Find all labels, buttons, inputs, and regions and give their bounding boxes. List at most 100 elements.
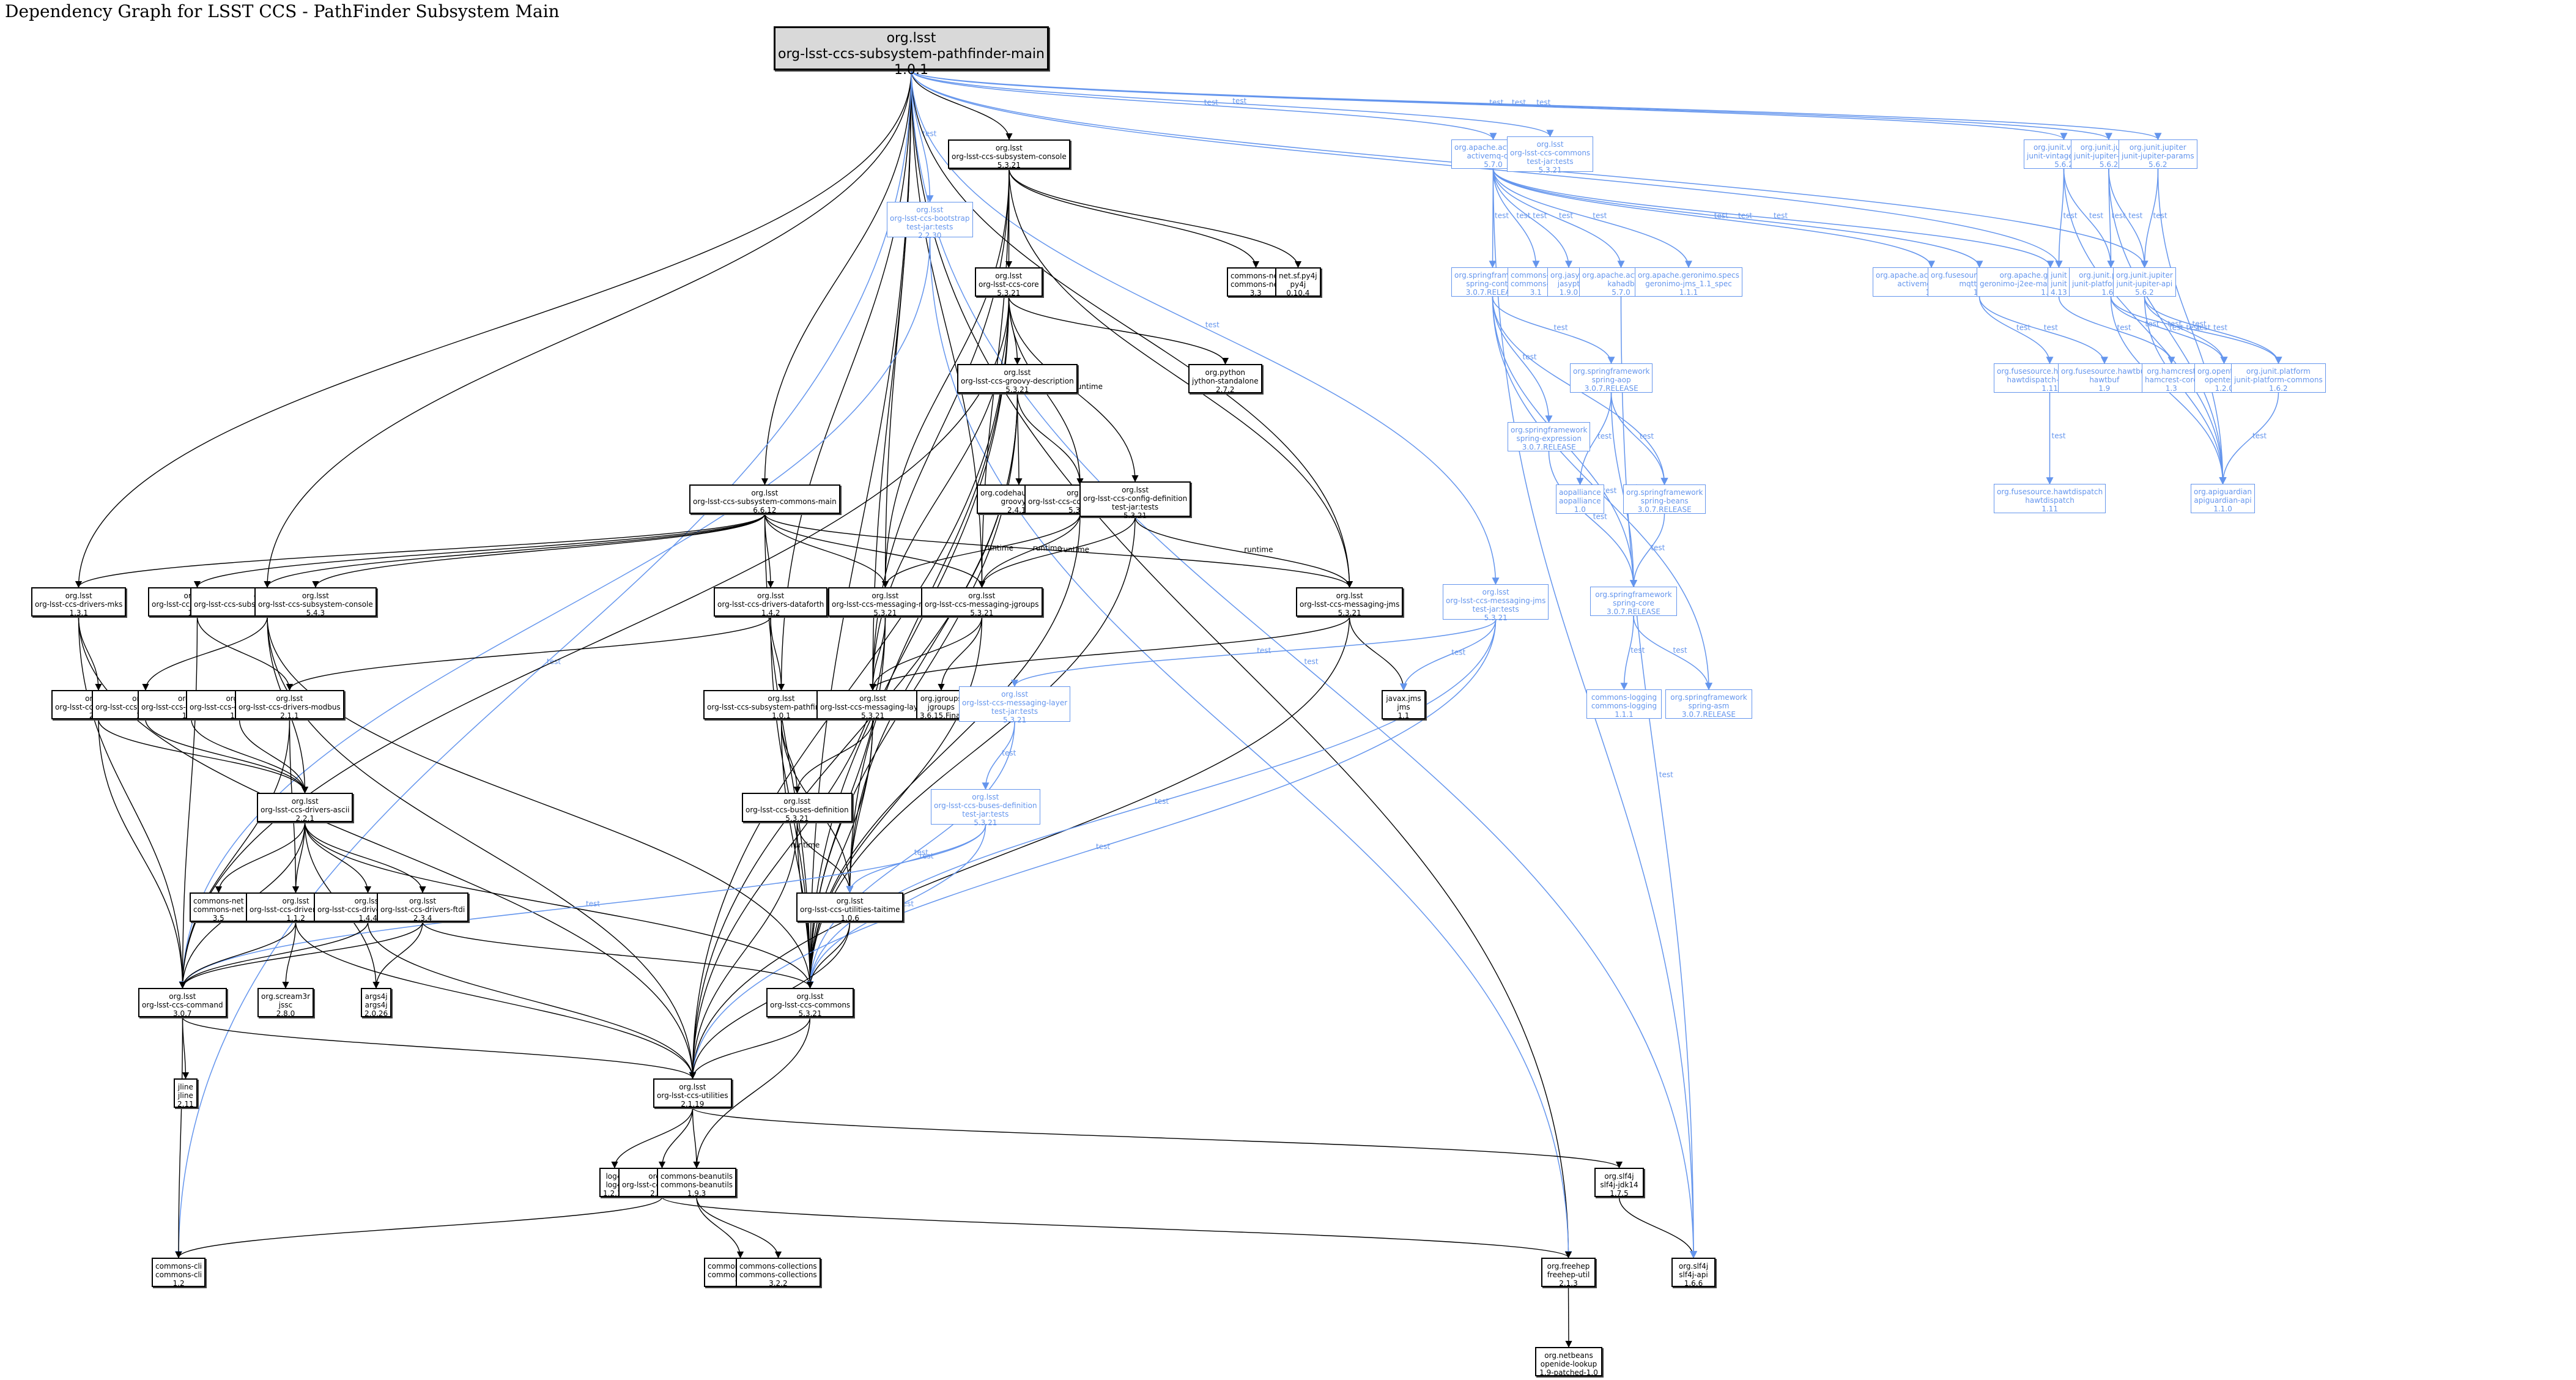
node-artifact-id: org-lsst-ccs-messaging-jms xyxy=(1300,600,1400,609)
edge-scope-label: test xyxy=(1205,321,1220,329)
dependency-edge xyxy=(1400,619,1497,691)
node-artifact-id: org-lsst-ccs-buses-definition xyxy=(934,801,1037,810)
node-artifact-id: org-lsst-ccs-commons xyxy=(770,1001,851,1009)
node-classifier: test-jar:tests xyxy=(906,223,953,231)
dependency-edge xyxy=(689,1017,811,1080)
dependency-edge xyxy=(793,719,873,794)
edge-scope-label: test xyxy=(2128,212,2142,220)
node-classifier: test-jar:tests xyxy=(991,707,1038,716)
node-artifact-id: spring-beans xyxy=(1640,497,1689,505)
node-version: 1.9-patched-1.0 xyxy=(1539,1368,1598,1377)
node-group-id: org.lsst xyxy=(1536,140,1564,149)
edge-scope-label: test xyxy=(1659,771,1673,779)
dependency-edge xyxy=(692,1107,700,1169)
node-artifact-id: junit-jupiter-params xyxy=(2122,152,2194,160)
dependency-edge xyxy=(1630,513,1665,588)
dependency-edge xyxy=(911,70,1497,141)
node-artifact-id: hawtdispatch xyxy=(2025,496,2074,505)
dependency-edge xyxy=(179,237,931,989)
node-artifact-id: activemq-core xyxy=(1467,152,1520,160)
node-artifact-id: org-lsst-ccs-drivers-dataforth xyxy=(717,600,824,609)
node-artifact-id: org-lsst-ccs-messaging-jms xyxy=(1446,596,1546,605)
node-version: 5.7.0 xyxy=(1612,288,1630,297)
node-artifact-id: org-lsst-ccs-drivers-modbus xyxy=(239,703,341,711)
dependency-edge xyxy=(182,1017,696,1080)
dependency-edge xyxy=(881,168,1010,588)
dependency-edge xyxy=(304,822,814,989)
dependency-edge xyxy=(661,1196,1572,1259)
dependency-edge xyxy=(689,616,1350,1080)
dependency-edge xyxy=(1576,392,1612,486)
graph-title: Dependency Graph for LSST CCS - PathFind… xyxy=(5,1,560,21)
edge-scope-label: test xyxy=(1597,432,1612,440)
dependency-edge xyxy=(2063,168,2115,269)
node-artifact-id: jssc xyxy=(278,1001,293,1009)
node-version: 3.3 xyxy=(1249,289,1262,297)
dependency-edge xyxy=(1492,296,1615,365)
dependency-edge xyxy=(312,513,766,588)
dependency-edge xyxy=(696,1196,744,1259)
dependency-edge xyxy=(1009,168,1353,588)
dependency-edge xyxy=(806,921,851,989)
dependency-edge xyxy=(267,616,697,1080)
node-version: 5.3.21 xyxy=(861,711,885,720)
